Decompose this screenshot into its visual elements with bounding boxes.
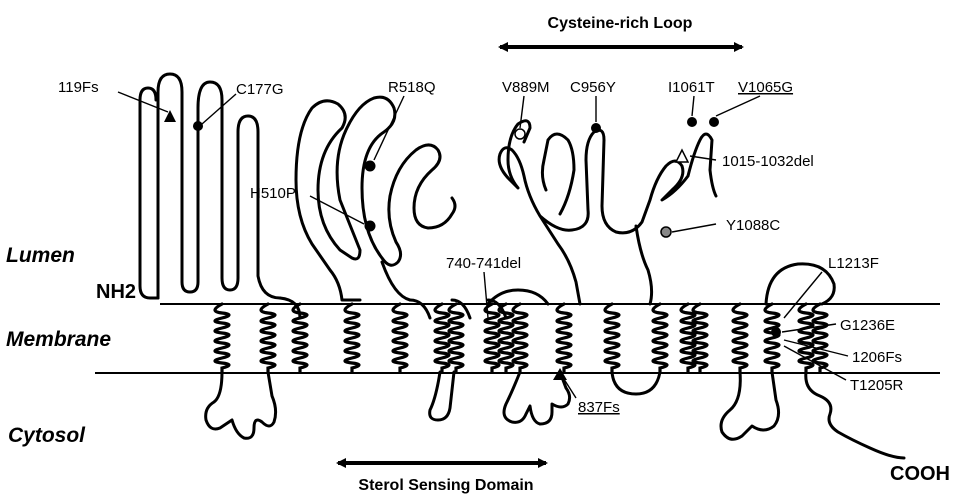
sterol-sensing-domain-label: Sterol Sensing Domain [358, 477, 533, 494]
cytosol-label: Cytosol [8, 424, 86, 447]
n-terminus-label: NH2 [96, 281, 136, 303]
mutation-label-740-741del: 740-741del [446, 255, 521, 272]
transmembrane-helix [513, 304, 527, 372]
deletion-marker-1015 [676, 150, 688, 162]
missense-marker-r518q [365, 161, 376, 172]
mutation-label-y1088c: Y1088C [726, 217, 780, 234]
cytosolic-loop-4 [612, 372, 660, 394]
cytosolic-loop-5 [721, 372, 779, 439]
transmembrane-helix [765, 304, 779, 372]
missense-marker-h510p [365, 221, 376, 232]
mutation-label-t1205r: T1205R [850, 377, 904, 394]
transmembrane-helix [435, 304, 449, 372]
transmembrane-helix [653, 304, 667, 372]
mutation-label-1015-1032del: 1015-1032del [722, 153, 814, 170]
missense-marker-i1061t [687, 117, 697, 127]
transmembrane-helix [813, 304, 827, 372]
mutation-label-h510p: H510P [250, 185, 296, 202]
mutation-label-r518q: R518Q [388, 79, 436, 96]
transmembrane-helices [215, 304, 827, 372]
mutation-label-v889m: V889M [502, 79, 550, 96]
luminal-loop-1-connector [280, 298, 300, 318]
transmembrane-helix [799, 304, 813, 372]
transmembrane-helix [293, 304, 307, 372]
missense-marker-y1088c [661, 227, 671, 237]
transmembrane-helix [605, 304, 619, 372]
mutation-label-119fs: 119Fs [58, 79, 99, 96]
missense-marker-v1065g [709, 117, 719, 127]
mutation-label-l1213f: L1213F [828, 255, 879, 272]
cytosolic-loop-1 [206, 372, 276, 438]
transmembrane-helix [449, 304, 463, 372]
cysteine-rich-loop-label: Cysteine-rich Loop [548, 15, 693, 32]
missense-marker-c956y [591, 123, 601, 133]
luminal-loop-2 [296, 97, 455, 300]
luminal-loop-3 [499, 121, 716, 304]
transmembrane-helix [261, 304, 275, 372]
cytosolic-loop-2 [430, 372, 454, 420]
mutation-label-i1061t: I1061T [668, 79, 715, 96]
luminal-loop-2-lower [382, 262, 410, 300]
mutation-label-1206fs: 1206Fs [852, 349, 902, 366]
c-terminus-label: COOH [890, 463, 950, 485]
mutation-label-c177g: C177G [236, 81, 284, 98]
lumen-label: Lumen [6, 244, 75, 267]
transmembrane-helix [215, 304, 229, 372]
missense-marker-v889m [515, 129, 525, 139]
mutation-label-837fs: 837Fs [578, 399, 620, 416]
mutation-label-c956y: C956Y [570, 79, 616, 96]
luminal-loop-1-left [140, 88, 158, 298]
mutation-label-g1236e: G1236E [840, 317, 895, 334]
transmembrane-helix [557, 304, 571, 372]
missense-marker-g1236e [771, 327, 781, 337]
membrane-label: Membrane [6, 328, 111, 351]
transmembrane-helix [393, 304, 407, 372]
membrane-connector-1 [410, 300, 430, 318]
missense-marker-c177g [193, 121, 203, 131]
mutation-label-v1065g: V1065G [738, 79, 793, 96]
transmembrane-helix [345, 304, 359, 372]
transmembrane-helix [733, 304, 747, 372]
